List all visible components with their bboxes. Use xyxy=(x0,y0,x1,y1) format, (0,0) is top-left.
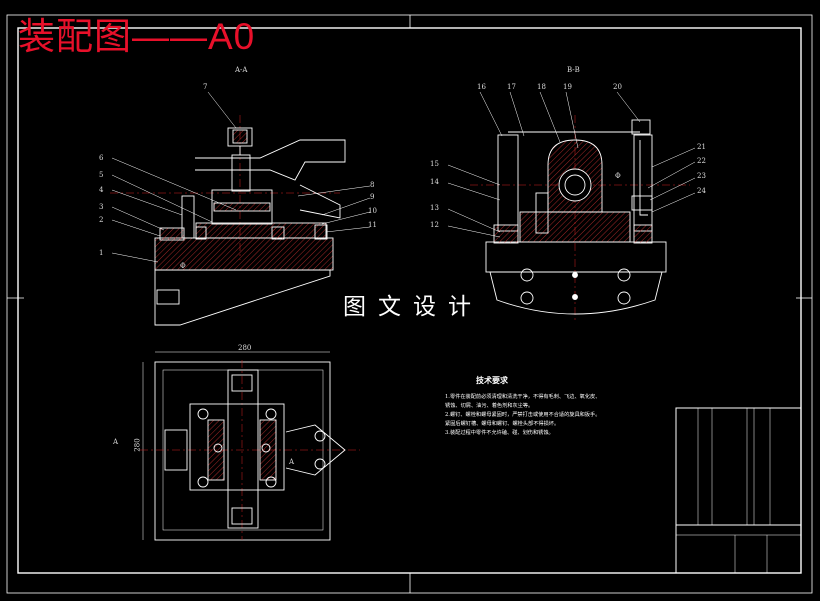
balloon-22: 22 xyxy=(697,157,706,165)
balloon-12: 12 xyxy=(430,221,439,229)
title-banner: 装配图——A0 xyxy=(18,16,256,57)
dimension-top-width: 280 xyxy=(238,344,252,352)
balloon-8: 8 xyxy=(370,181,375,189)
section-label-a-a: A-A xyxy=(235,66,248,74)
watermark-text: 图文设计 xyxy=(343,294,483,320)
balloon-6: 6 xyxy=(99,154,104,162)
balloon-24: 24 xyxy=(697,187,706,195)
balloon-20: 20 xyxy=(613,83,622,91)
section-label-b-b: B-B xyxy=(567,66,580,74)
balloon-3: 3 xyxy=(99,203,104,211)
section-mark-right: A xyxy=(289,458,295,466)
tech-req-line-4: 紧固后螺钉槽、螺母和螺钉、螺栓头部不得损坏。 xyxy=(445,421,560,427)
dimension-left-height: 280 xyxy=(133,438,142,452)
balloon-14: 14 xyxy=(430,178,439,186)
title-block xyxy=(675,407,802,574)
tech-req-line-2: 锈蚀、切屑、油污、着色剂和灰尘等。 xyxy=(445,403,534,409)
section-view-a-a xyxy=(110,91,371,326)
drawing-frame xyxy=(6,14,813,594)
tech-req-line-3: 2.螺钉、螺栓和螺母紧固时，严禁打击或使用不合适的旋具和扳手。 xyxy=(445,412,601,418)
balloon-10: 10 xyxy=(368,207,377,215)
plan-view xyxy=(140,351,360,541)
balloon-11: 11 xyxy=(368,221,377,229)
balloon-15: 15 xyxy=(430,160,439,168)
dimension-diameter-a: Φ xyxy=(180,262,186,270)
balloon-13: 13 xyxy=(430,204,439,212)
balloon-2: 2 xyxy=(99,216,104,224)
balloon-23: 23 xyxy=(697,172,706,180)
balloon-5: 5 xyxy=(99,171,104,179)
tech-req-title: 技术要求 xyxy=(476,375,508,385)
balloon-21: 21 xyxy=(697,143,706,151)
section-view-b-b xyxy=(447,91,696,320)
balloon-9: 9 xyxy=(370,193,375,201)
dimension-diameter-b: Φ xyxy=(615,172,621,180)
balloon-7: 7 xyxy=(203,83,208,91)
tech-req-line-5: 3.装配过程中零件不允许磕、碰、划伤和锈蚀。 xyxy=(445,430,554,436)
balloon-19: 19 xyxy=(563,83,572,91)
tech-req-line-1: 1.零件在装配前必须清理和清洗干净，不得有毛刺、飞边、氧化皮、 xyxy=(445,394,601,400)
section-mark-left: A xyxy=(113,438,119,446)
balloon-17: 17 xyxy=(507,83,516,91)
balloon-16: 16 xyxy=(477,83,486,91)
balloon-4: 4 xyxy=(99,186,104,194)
balloon-18: 18 xyxy=(537,83,546,91)
balloon-1: 1 xyxy=(99,249,104,257)
